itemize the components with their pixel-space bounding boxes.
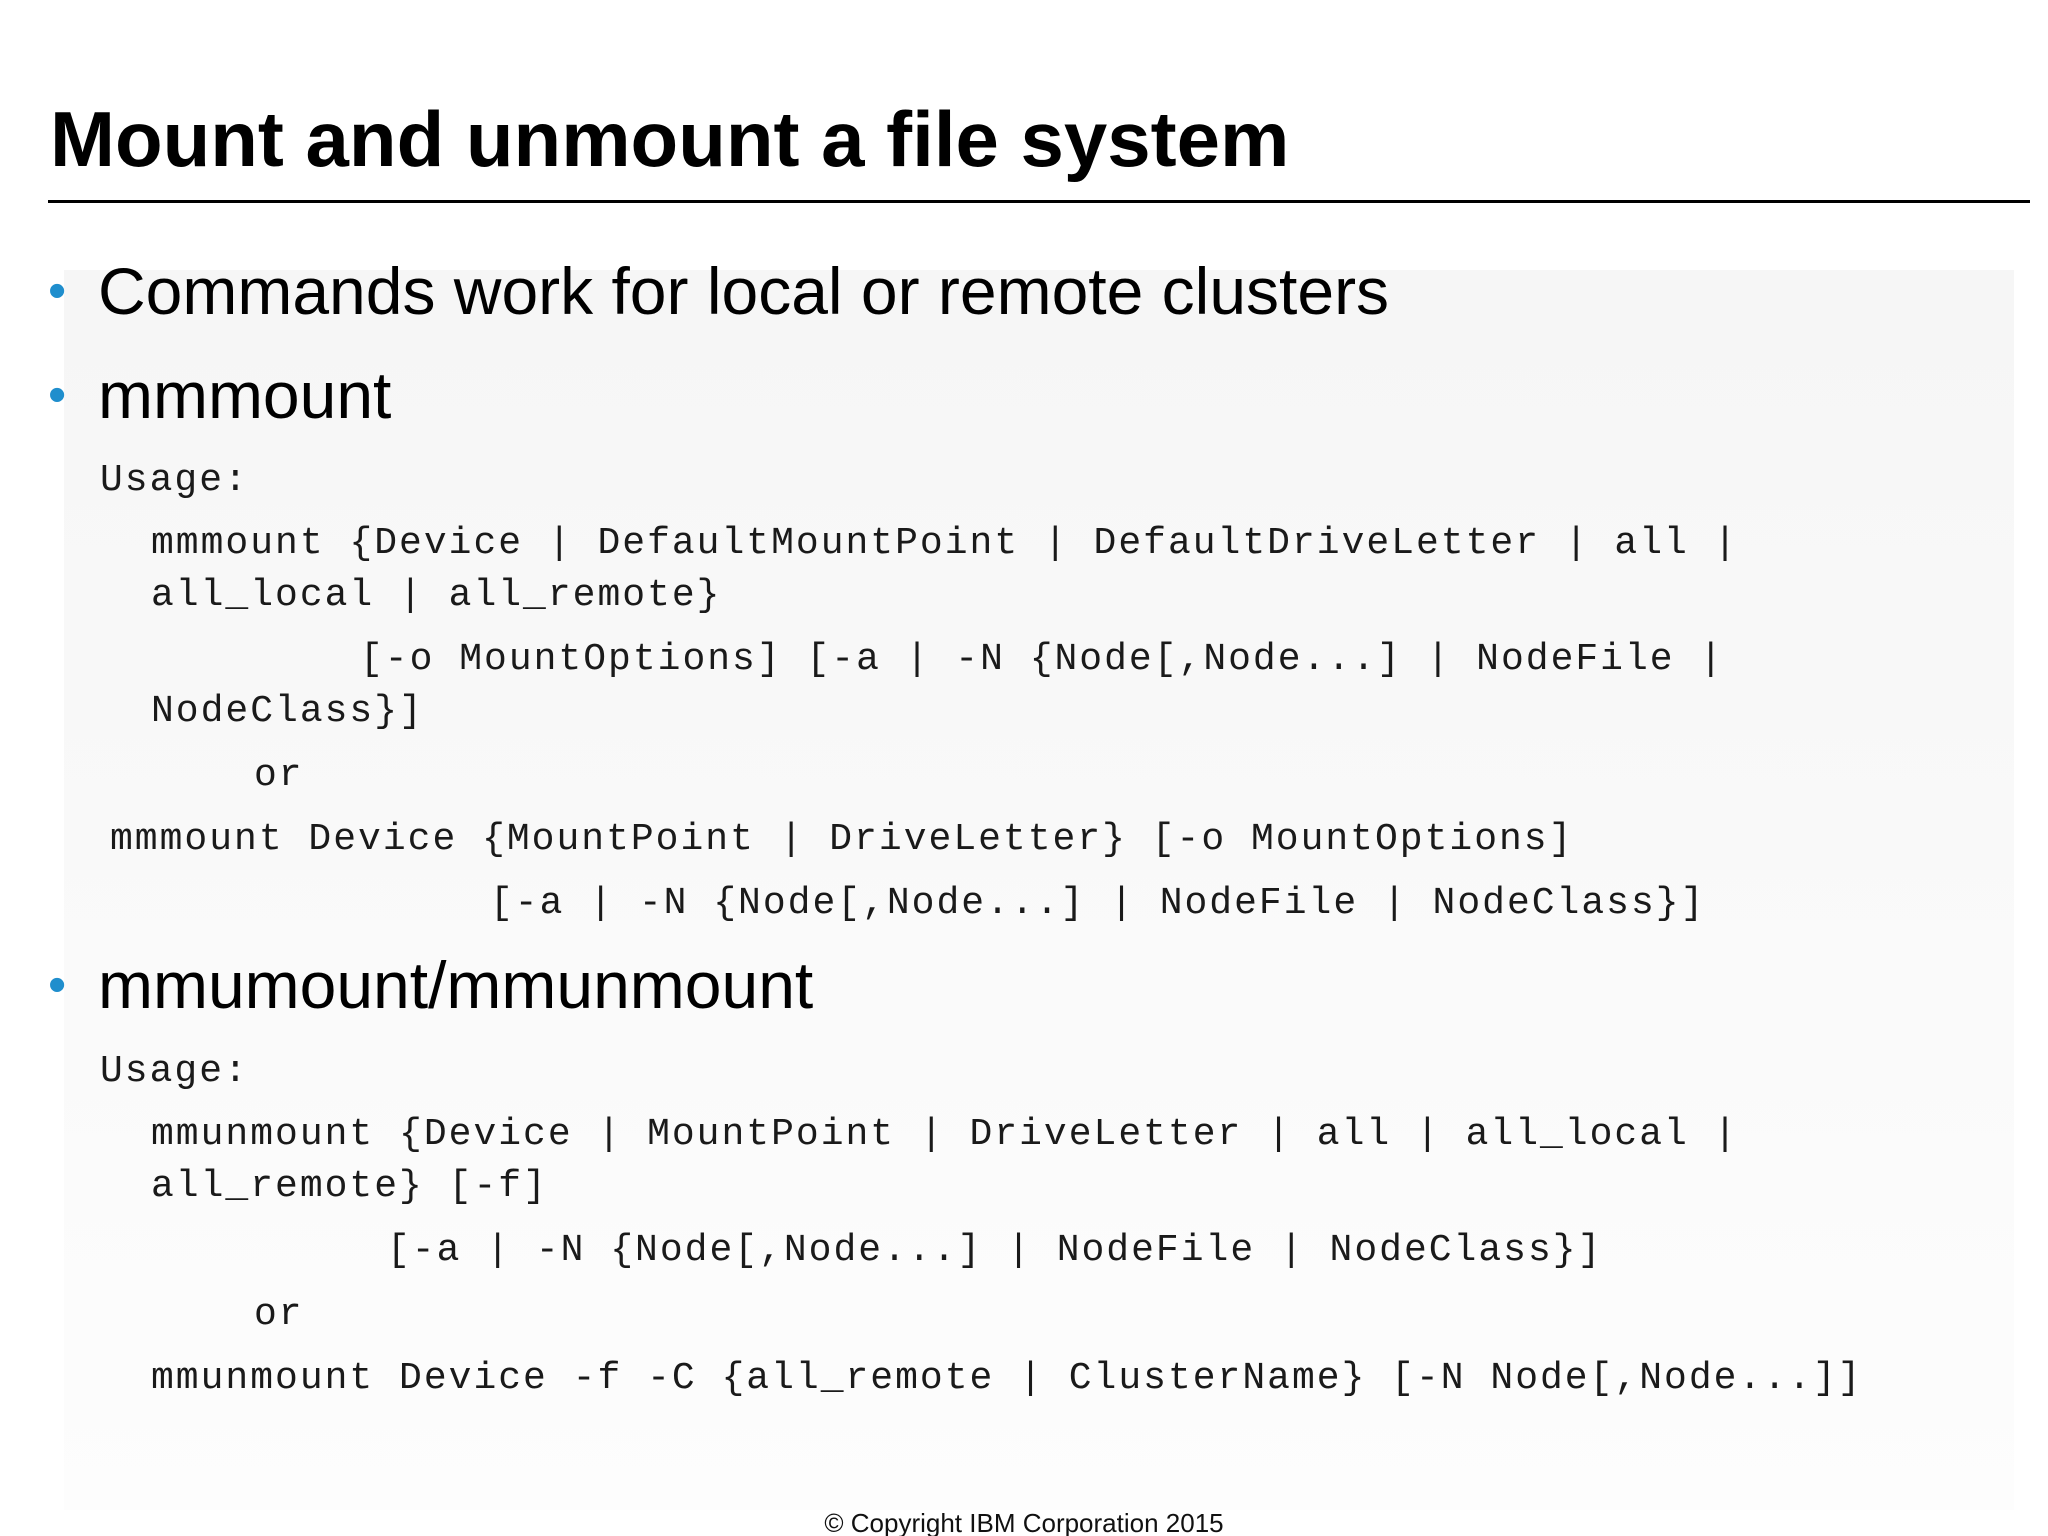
bullet-text: mmmount — [98, 358, 392, 432]
mount-usage-line: [-a | -N {Node[,Node...] | NodeFile | No… — [490, 882, 1706, 925]
bullet-dot-icon: • — [48, 956, 67, 1014]
slide-title: Mount and unmount a file system — [50, 95, 1290, 183]
mount-usage-line: NodeClass}] — [151, 690, 424, 733]
unmount-usage-label: Usage: — [100, 1050, 249, 1093]
bullet-dot-icon: • — [48, 262, 67, 320]
bullet-text: mmumount/mmunmount — [98, 948, 814, 1022]
bullet-item-1: •Commands work for local or remote clust… — [48, 258, 1389, 324]
mount-usage-line: mmmount {Device | DefaultMountPoint | De… — [151, 522, 1739, 565]
title-divider — [48, 200, 2030, 203]
copyright-footer: © Copyright IBM Corporation 2015 — [824, 1508, 1224, 1536]
mount-usage-label: Usage: — [100, 459, 249, 502]
bullet-text: Commands work for local or remote cluste… — [98, 254, 1390, 328]
mount-usage-or: or — [254, 754, 304, 797]
unmount-usage-line: [-a | -N {Node[,Node...] | NodeFile | No… — [387, 1229, 1603, 1272]
bullet-dot-icon: • — [48, 366, 67, 424]
content-background — [64, 270, 2014, 1510]
bullet-item-2: •mmmount — [48, 362, 391, 428]
mount-usage-line: [-o MountOptions] [-a | -N {Node[,Node..… — [360, 638, 1725, 681]
bullet-item-3: •mmumount/mmunmount — [48, 952, 813, 1018]
mount-usage-line: all_local | all_remote} — [151, 574, 722, 617]
unmount-usage-line: mmunmount Device -f -C {all_remote | Clu… — [151, 1357, 1863, 1400]
unmount-usage-line: mmunmount {Device | MountPoint | DriveLe… — [151, 1113, 1739, 1156]
unmount-usage-line: all_remote} [-f] — [151, 1165, 548, 1208]
mount-usage-line: mmmount Device {MountPoint | DriveLetter… — [110, 818, 1574, 861]
unmount-usage-or: or — [254, 1293, 304, 1336]
